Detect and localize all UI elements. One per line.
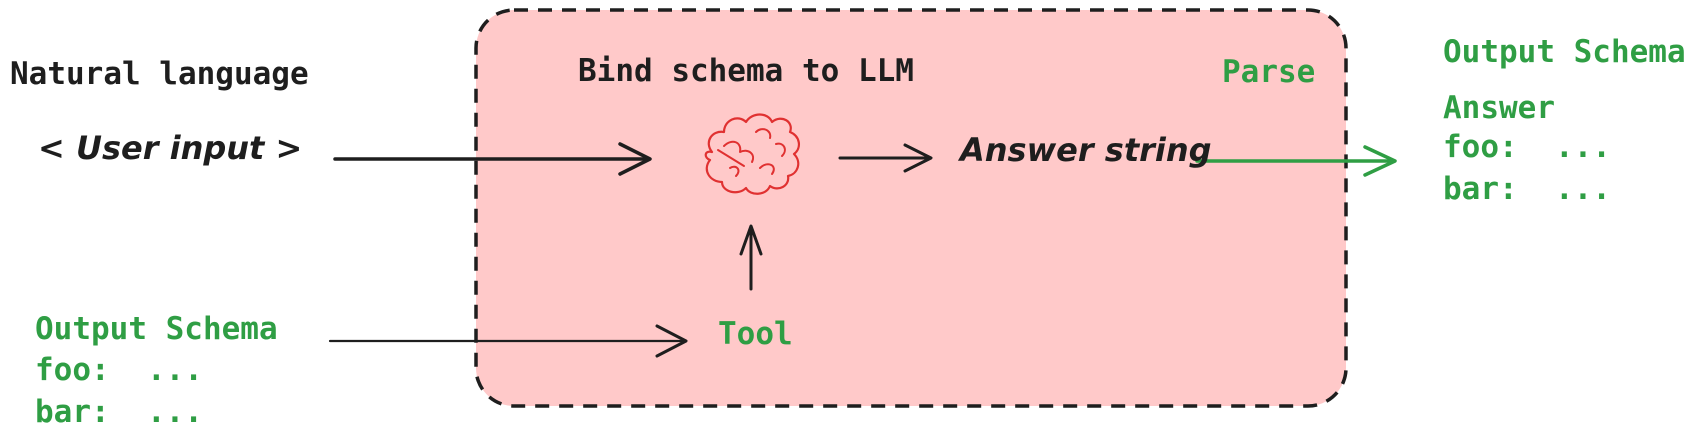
output-foo: foo: ... — [1443, 129, 1611, 165]
bind-schema-label: Bind schema to LLM — [578, 53, 914, 89]
input-schema-title: Output Schema — [35, 311, 278, 347]
input-schema-bar: bar: ... — [35, 394, 203, 430]
brain-icon — [704, 113, 800, 195]
arrow-tool-to-llm — [739, 224, 763, 291]
arrow-parse-to-output — [1195, 145, 1397, 177]
natural-language-label: Natural language — [10, 56, 309, 92]
input-schema-foo: foo: ... — [35, 352, 203, 388]
llm-bound-box — [474, 8, 1348, 408]
output-bar: bar: ... — [1443, 171, 1611, 207]
parse-label: Parse — [1222, 54, 1316, 90]
arrow-llm-to-answer — [838, 143, 933, 173]
answer-string-label: Answer string — [960, 131, 1212, 169]
user-input-label: < User input > — [38, 129, 303, 167]
output-answer-label: Answer — [1443, 90, 1555, 126]
tool-label: Tool — [718, 316, 793, 352]
arrow-schema-to-tool — [328, 324, 688, 358]
arrow-user-input-to-llm — [333, 142, 652, 176]
output-schema-title: Output Schema — [1443, 34, 1686, 70]
